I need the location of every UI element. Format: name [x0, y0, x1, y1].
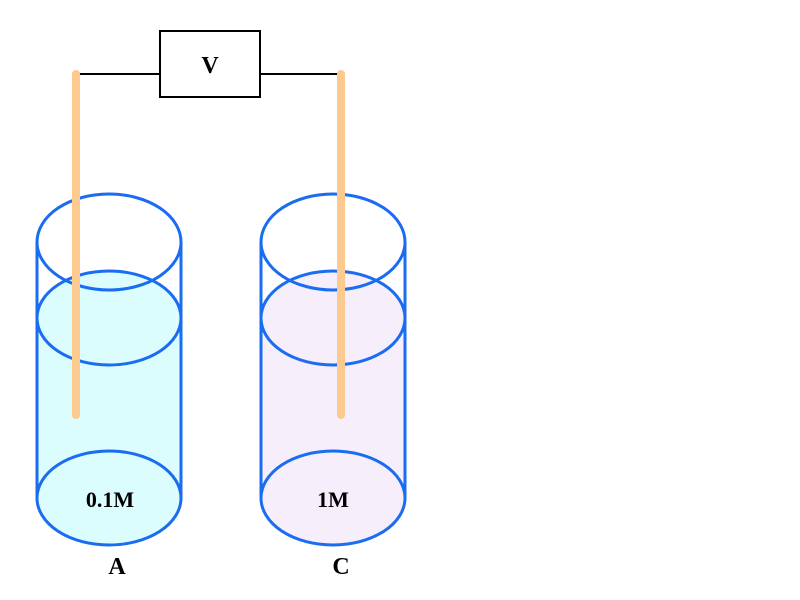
beaker-c [259, 192, 407, 547]
beaker-a-concentration: 0.1M [86, 487, 135, 512]
voltmeter-label: V [201, 53, 219, 79]
beaker-c-solution-surface [261, 271, 405, 365]
beaker-c-name: C [332, 554, 349, 580]
beaker-a-name: A [108, 554, 126, 580]
beaker-a-outline [35, 192, 183, 547]
beaker-a-solution-bottom [37, 451, 181, 545]
voltmeter-box [159, 30, 261, 98]
beaker-c-solution-bottom [261, 451, 405, 545]
beaker-c-concentration: 1M [317, 487, 349, 512]
voltmeter: V [159, 30, 261, 98]
beaker-c-outline [259, 192, 407, 547]
